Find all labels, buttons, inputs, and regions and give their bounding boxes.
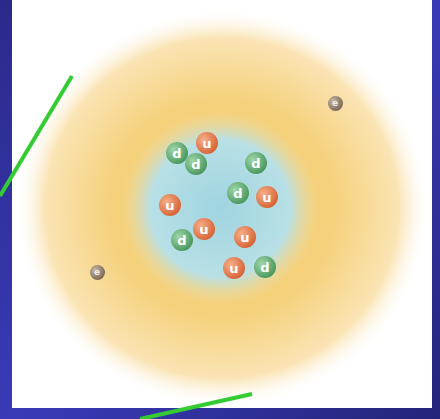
- quark-ball: u: [159, 194, 181, 216]
- particle-letter: d: [172, 147, 181, 160]
- quark-ball: u: [196, 132, 218, 154]
- particle-letter: u: [229, 262, 238, 275]
- particle-letter: e: [332, 99, 338, 108]
- quark-ball: u: [256, 186, 278, 208]
- leader-line: [140, 394, 252, 419]
- quark-ball: u: [193, 218, 215, 240]
- particle-letter: d: [191, 158, 200, 171]
- panel: [12, 0, 432, 408]
- electron-ball: e: [90, 265, 105, 280]
- particle-letter: d: [233, 187, 242, 200]
- nucleus: [120, 110, 320, 306]
- quark-ball: u: [234, 226, 256, 248]
- leader-line: [0, 76, 72, 196]
- particle-letter: u: [240, 231, 249, 244]
- quark-ball: u: [223, 257, 245, 279]
- particle-letter: u: [199, 223, 208, 236]
- quark-ball: d: [171, 229, 193, 251]
- quark-ball: d: [254, 256, 276, 278]
- particle-letter: d: [177, 234, 186, 247]
- particle-letter: d: [251, 157, 260, 170]
- particle-letter: u: [202, 137, 211, 150]
- quark-ball: d: [227, 182, 249, 204]
- particle-letter: d: [260, 261, 269, 274]
- particle-letter: u: [165, 199, 174, 212]
- quark-ball: d: [185, 153, 207, 175]
- quark-ball: d: [245, 152, 267, 174]
- particle-letter: u: [262, 191, 271, 204]
- electron-ball: e: [328, 96, 343, 111]
- particle-letter: e: [94, 268, 100, 277]
- electron-cloud: [14, 8, 430, 408]
